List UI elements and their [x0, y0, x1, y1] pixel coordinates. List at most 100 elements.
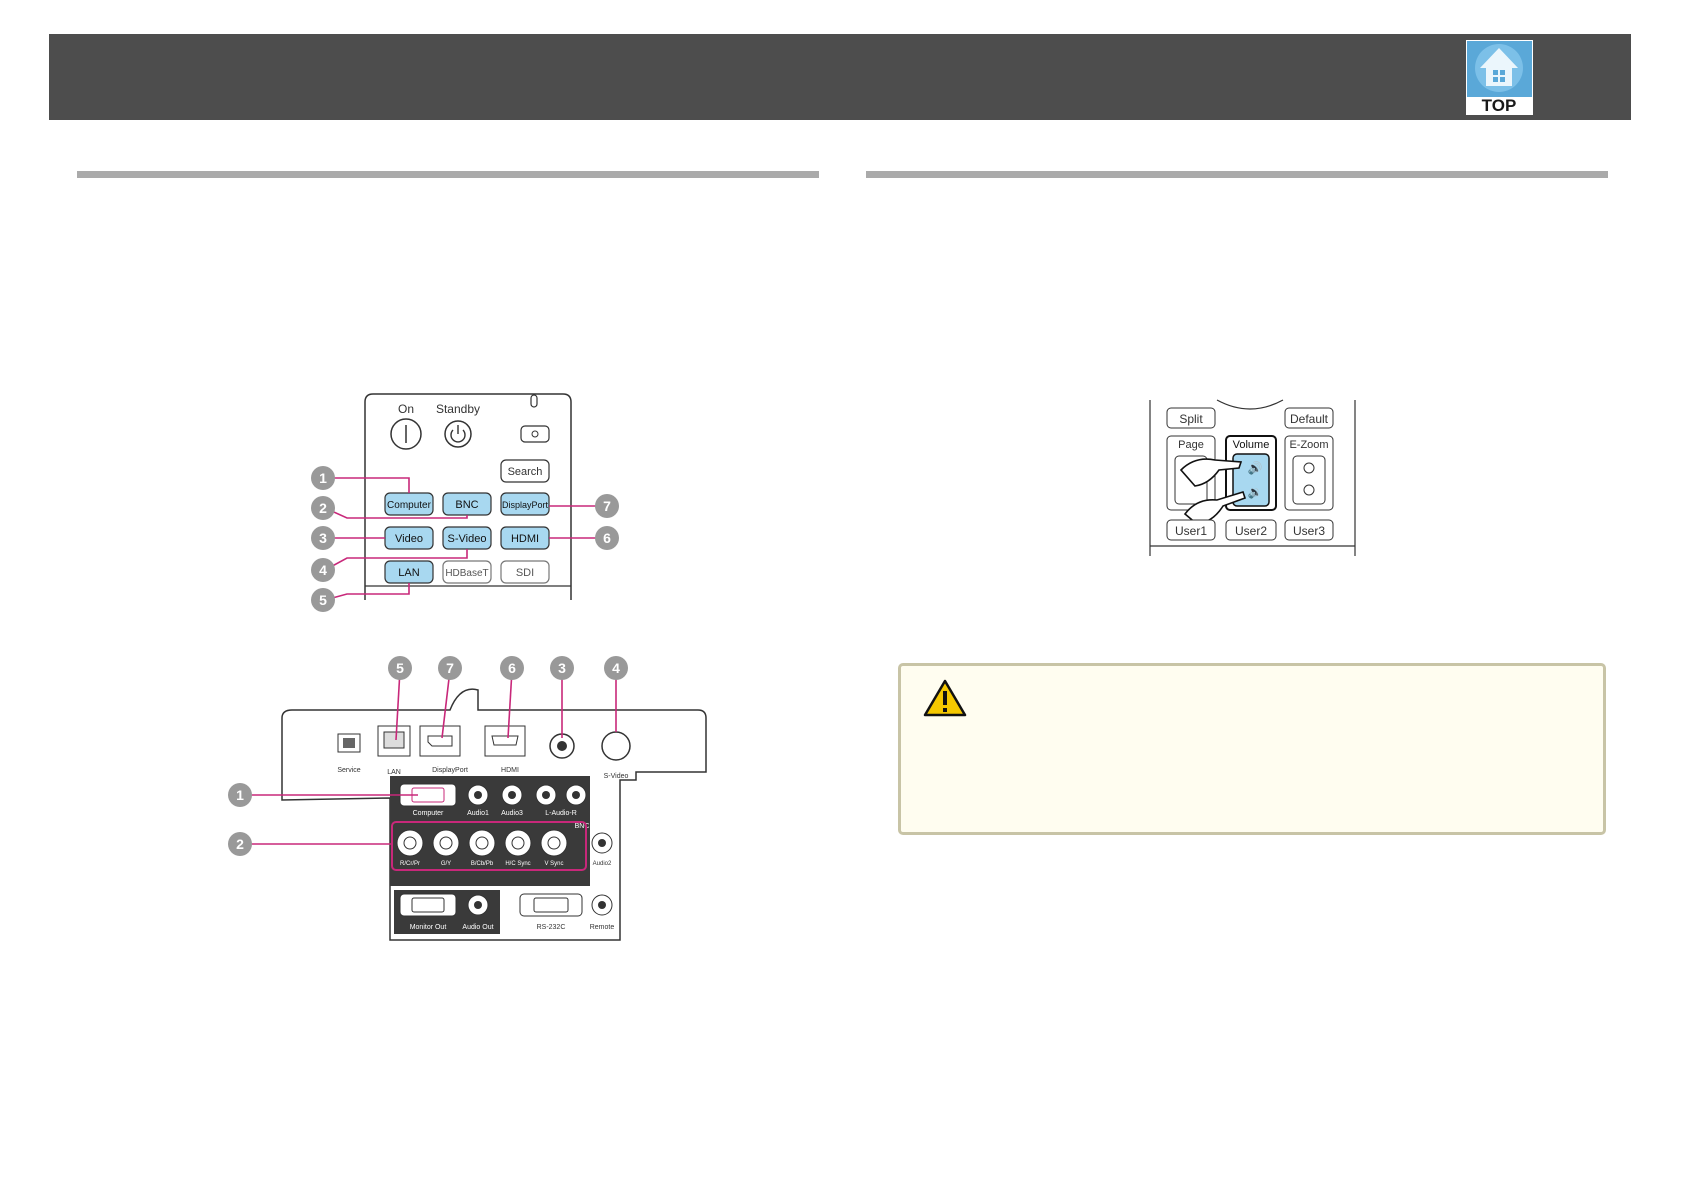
svg-text:User2: User2 — [1235, 524, 1267, 538]
hdmi-label: HDMI — [501, 767, 519, 774]
zoom-out-icon — [1303, 484, 1315, 496]
svg-text:7: 7 — [603, 498, 611, 514]
section-rule-left — [77, 171, 819, 178]
svg-text:LAN: LAN — [398, 567, 419, 579]
vsync-label: V Sync — [544, 861, 563, 867]
callout-7: 7 — [595, 494, 619, 518]
bnc-g-port[interactable] — [432, 829, 460, 857]
displayport-label: DisplayPort — [432, 767, 468, 774]
volume-down-icon: 🔉 — [1248, 485, 1263, 499]
svg-text:E-Zoom: E-Zoom — [1289, 439, 1328, 451]
computer-port[interactable] — [399, 783, 457, 807]
displayport-button[interactable]: DisplayPort — [500, 492, 550, 516]
svg-text:4: 4 — [319, 562, 327, 578]
svg-text:BNC: BNC — [455, 499, 478, 511]
svg-text:User1: User1 — [1175, 524, 1207, 538]
svg-text:Volume: Volume — [1233, 439, 1270, 451]
audio1-label: Audio1 — [467, 810, 489, 817]
hdmi-button[interactable]: HDMI — [500, 526, 550, 550]
remote-port[interactable] — [591, 894, 613, 916]
bnc-vsync-port[interactable] — [540, 829, 568, 857]
callout-4: 4 — [311, 558, 335, 582]
svg-text:Split: Split — [1179, 412, 1203, 426]
interface-panel-figure: Service LAN DisplayPort HDMI Video S-Vid… — [220, 650, 710, 945]
bnc-hsync-port[interactable] — [504, 829, 532, 857]
svg-text:2: 2 — [236, 836, 244, 852]
bnc-r-port[interactable] — [396, 829, 424, 857]
section-rule-right — [866, 171, 1608, 178]
user2-button[interactable]: User2 — [1225, 519, 1277, 541]
panel-callout-2: 2 — [228, 832, 252, 856]
audio1-port[interactable] — [467, 784, 489, 806]
svideo-port[interactable] — [601, 731, 631, 761]
svideo-button[interactable]: S-Video — [442, 526, 492, 550]
on-label: On — [398, 402, 414, 416]
rs232c-port[interactable] — [519, 893, 583, 917]
computer-button[interactable]: Computer — [384, 492, 434, 516]
monitorout-label: Monitor Out — [410, 924, 447, 931]
svg-text:7: 7 — [446, 660, 454, 676]
top-button[interactable]: TOP — [1466, 40, 1533, 115]
search-button[interactable]: Search — [500, 459, 550, 483]
top-button-label: TOP — [1482, 96, 1517, 115]
hdbaset-button[interactable]: HDBaseT — [442, 560, 492, 584]
audio-out-port[interactable] — [467, 894, 489, 916]
svg-text:3: 3 — [558, 660, 566, 676]
lan-button[interactable]: LAN — [384, 560, 434, 584]
user3-button[interactable]: User3 — [1284, 519, 1334, 541]
svg-text:Video: Video — [395, 533, 423, 545]
panel-callout-1: 1 — [228, 783, 252, 807]
panel-callout-lines — [242, 669, 617, 845]
video-label: Video — [553, 770, 571, 777]
warning-triangle-icon — [923, 679, 967, 717]
zoom-in-icon — [1303, 462, 1315, 474]
audio-l-port[interactable] — [535, 784, 557, 806]
displayport-port[interactable] — [419, 725, 461, 757]
ezoom-group: E-Zoom — [1284, 435, 1334, 511]
audio3-label: Audio3 — [501, 810, 523, 817]
remote-source-buttons-figure: On Standby Search Computer BNC — [305, 390, 625, 620]
sdi-button[interactable]: SDI — [500, 560, 550, 584]
illumination-button[interactable] — [520, 425, 550, 443]
svideo-label: S-Video — [604, 773, 629, 780]
rcrpr-label: R/Cr/Pr — [400, 861, 420, 867]
svg-text:4: 4 — [612, 660, 620, 676]
svg-text:3: 3 — [319, 530, 327, 546]
caution-box — [898, 663, 1606, 835]
svg-text:Search: Search — [508, 466, 543, 478]
bnc-button[interactable]: BNC — [442, 492, 492, 516]
hdmi-port[interactable] — [484, 725, 526, 757]
bnc-highlight — [391, 821, 587, 871]
svg-text:HDMI: HDMI — [511, 533, 539, 545]
on-button[interactable] — [390, 418, 422, 450]
panel-callout-6: 6 — [500, 656, 524, 680]
indicator-icon — [530, 394, 538, 408]
lan-port[interactable] — [377, 725, 411, 757]
default-button[interactable]: Default — [1284, 407, 1334, 429]
user1-button[interactable]: User1 — [1166, 519, 1216, 541]
audio2-port[interactable] — [591, 832, 613, 854]
volume-up-icon: 🔊 — [1248, 460, 1263, 475]
audio3-port[interactable] — [501, 784, 523, 806]
callout-2: 2 — [311, 496, 335, 520]
service-label: Service — [337, 767, 360, 774]
standby-button[interactable] — [444, 420, 472, 448]
bnc-b-port[interactable] — [468, 829, 496, 857]
hcsync-label: H/C Sync — [505, 861, 530, 867]
callout-5: 5 — [311, 588, 335, 612]
audio-r-port[interactable] — [565, 784, 587, 806]
split-button[interactable]: Split — [1166, 407, 1216, 429]
monitor-out-port[interactable] — [399, 893, 457, 917]
svg-text:5: 5 — [396, 660, 404, 676]
svg-text:5: 5 — [319, 592, 327, 608]
remote-label: Remote — [590, 924, 615, 931]
laudior-label: L-Audio-R — [545, 810, 577, 817]
video-button[interactable]: Video — [384, 526, 434, 550]
service-port[interactable] — [337, 733, 361, 753]
svg-text:HDBaseT: HDBaseT — [445, 568, 488, 579]
callout-1: 1 — [311, 466, 335, 490]
power-icon — [450, 429, 466, 443]
svg-text:6: 6 — [508, 660, 516, 676]
volume-group[interactable]: Volume 🔊 🔉 — [1225, 435, 1277, 511]
audioout-label: Audio Out — [462, 924, 493, 931]
